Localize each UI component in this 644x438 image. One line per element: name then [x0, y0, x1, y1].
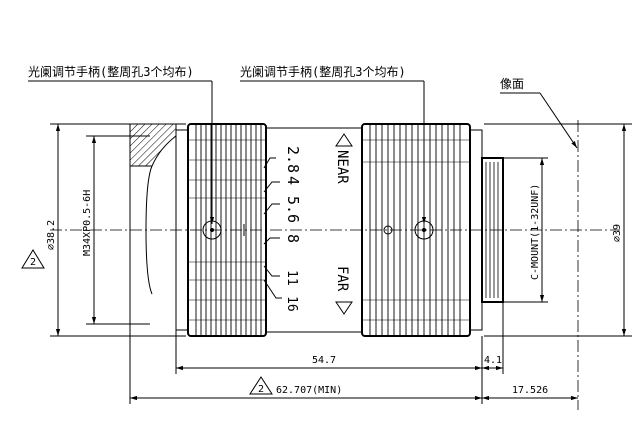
mount-thread-label: C-MOUNT(1-32UNF)	[530, 184, 541, 280]
front-thread-hatch	[129, 123, 177, 167]
dim-mount-length: 4.1	[482, 355, 503, 371]
callout-iris-right: 光阑调节手柄(整周孔3个均布)	[240, 64, 427, 224]
far-label: FAR	[334, 266, 350, 292]
f-number-2-8: 2.8	[284, 146, 302, 173]
f-number-5-6: 5.6	[284, 196, 302, 223]
f-number-8: 8	[284, 234, 302, 243]
dim-rear-diameter: ⌀39	[484, 123, 632, 337]
rear-diameter-label: ⌀39	[612, 224, 623, 242]
datum-mark-length: 2	[258, 384, 264, 395]
f-number-11: 11	[284, 270, 299, 286]
iris-handle-right-label: 光阑调节手柄(整周孔3个均布)	[240, 64, 406, 79]
filter-thread-label: M34XP0.5-6H	[82, 190, 93, 256]
dim-filter-thread: M34XP0.5-6H	[82, 135, 150, 325]
focus-labels: NEAR FAR	[334, 133, 353, 315]
iris-handle-left-label: 光阑调节手柄(整周孔3个均布)	[28, 64, 194, 79]
datum-triangle-front	[21, 249, 45, 269]
dim-front-diameter: ⌀38.2 2	[21, 123, 130, 337]
callout-image-plane: 像面	[500, 77, 578, 149]
datum-mark-front: 2	[30, 257, 36, 268]
front-diameter-label: ⌀38.2	[46, 220, 57, 250]
total-length-label: 62.707(MIN)	[276, 385, 342, 396]
near-arrow	[335, 133, 353, 147]
dim-flange-back: 17.526	[482, 385, 578, 401]
f-number-16: 16	[284, 296, 299, 312]
dim-total-length: 2 62.707(MIN)	[130, 376, 482, 401]
dim-body-length: 54.7	[176, 355, 482, 371]
image-plane-label: 像面	[500, 77, 524, 91]
callout-iris-left: 光阑调节手柄(整周孔3个均布)	[28, 64, 215, 224]
mount-length-label: 4.1	[484, 355, 502, 366]
aperture-scale: 2.8 4 5.6 8 11 16	[263, 146, 302, 312]
flange-back-label: 17.526	[512, 385, 548, 396]
dim-mount-thread: C-MOUNT(1-32UNF)	[503, 157, 548, 303]
body-length-label: 54.7	[312, 355, 336, 366]
f-number-4: 4	[284, 176, 302, 185]
near-label: NEAR	[334, 150, 350, 184]
datum-triangle-length	[249, 376, 273, 395]
far-arrow	[335, 301, 353, 315]
